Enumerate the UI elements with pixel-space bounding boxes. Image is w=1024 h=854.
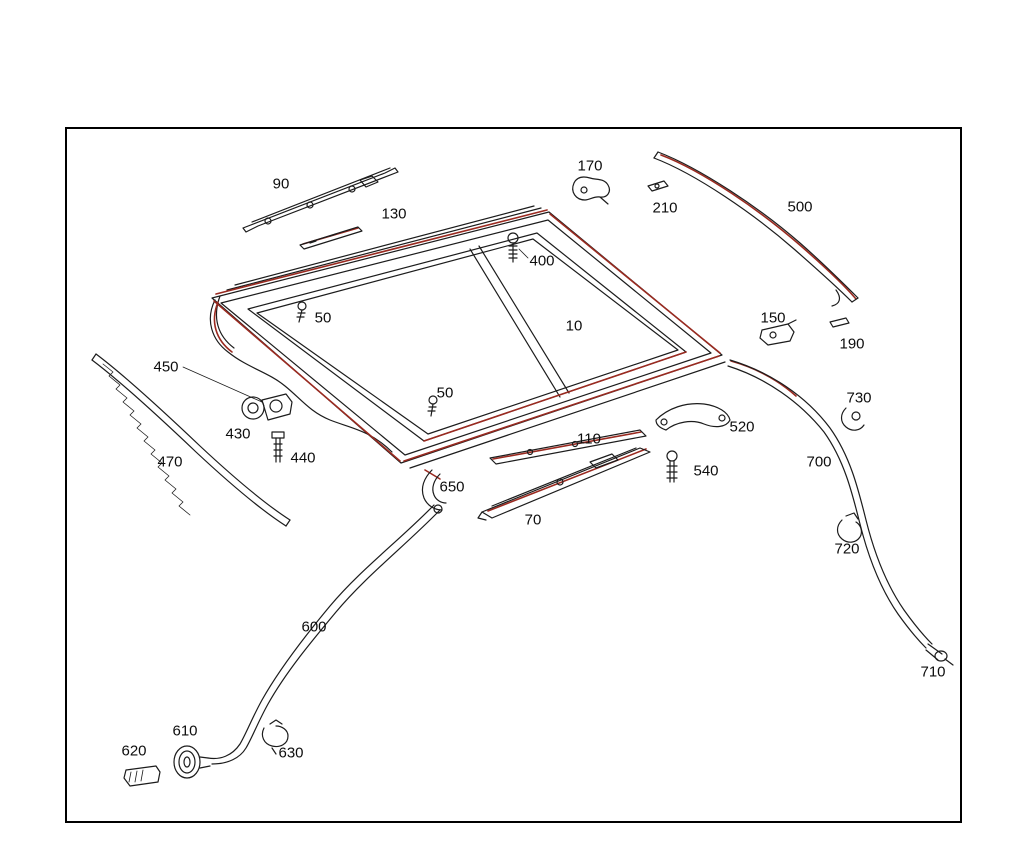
part-label-500[interactable]: 500 [787, 198, 813, 216]
part-label-600[interactable]: 600 [301, 618, 327, 636]
part-label-50-center[interactable]: 50 [436, 384, 454, 402]
part-label-470[interactable]: 470 [157, 453, 183, 471]
part-label-210[interactable]: 210 [652, 199, 678, 217]
part-label-630[interactable]: 630 [278, 744, 304, 762]
part-label-730[interactable]: 730 [846, 389, 872, 407]
part-label-50-front[interactable]: 50 [314, 309, 332, 327]
part-label-110[interactable]: 110 [577, 430, 601, 448]
part-label-70[interactable]: 70 [524, 511, 542, 529]
part-label-440[interactable]: 440 [290, 449, 316, 467]
part-label-700[interactable]: 700 [806, 453, 832, 471]
part-label-90[interactable]: 90 [272, 175, 290, 193]
part-label-10[interactable]: 10 [565, 317, 583, 335]
part-label-400[interactable]: 400 [529, 252, 555, 270]
part-label-650[interactable]: 650 [439, 478, 465, 496]
part-label-540[interactable]: 540 [693, 462, 719, 480]
part-label-150[interactable]: 150 [760, 309, 786, 327]
part-label-710[interactable]: 710 [920, 663, 946, 681]
part-label-430[interactable]: 430 [225, 425, 251, 443]
part-label-170[interactable]: 170 [577, 157, 603, 175]
part-label-620[interactable]: 620 [121, 742, 147, 760]
part-label-450[interactable]: 450 [153, 358, 179, 376]
part-label-190[interactable]: 190 [839, 335, 865, 353]
part-label-720[interactable]: 720 [834, 540, 860, 558]
part-label-130[interactable]: 130 [381, 205, 407, 223]
part-label-520[interactable]: 520 [729, 418, 755, 436]
part-label-610[interactable]: 610 [172, 722, 198, 740]
